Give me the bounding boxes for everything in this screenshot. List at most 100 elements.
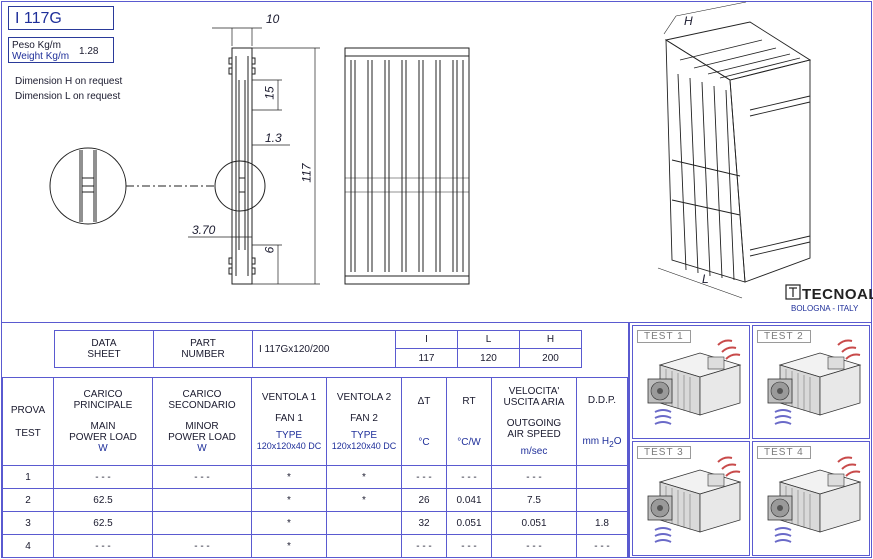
ddp-unit: mm H2O xyxy=(577,436,627,449)
side-profile xyxy=(228,47,256,285)
minor1: MINOR xyxy=(185,421,219,432)
weight-label-it: Peso Kg/m xyxy=(12,40,61,51)
prova-label: PROVA xyxy=(10,404,46,416)
row-ddp: 1.8 xyxy=(576,511,628,535)
airflow-out-icon xyxy=(717,339,741,360)
tests-frame xyxy=(629,322,872,558)
note-dimension-h: Dimension H on request xyxy=(15,76,123,87)
row-fan1: * xyxy=(251,488,327,512)
carico-p1: CARICO xyxy=(83,389,123,400)
val-h: 200 xyxy=(519,348,582,368)
col-delta-t: ΔT °C xyxy=(401,377,447,466)
test3-illustration xyxy=(647,456,741,543)
test-panel-label: TEST 1 xyxy=(637,330,691,343)
airflow-in-icon xyxy=(654,527,672,543)
row-dt: 26 xyxy=(401,488,447,512)
row-n: 3 xyxy=(2,511,54,535)
main2: POWER LOAD xyxy=(69,432,137,443)
fan2-type-value: 120x120x40 DC xyxy=(331,441,397,451)
fan2: FAN 2 xyxy=(350,413,378,424)
part-number-cell: PART NUMBER xyxy=(153,330,253,368)
row-dt: - - - xyxy=(401,465,447,489)
brand-city: BOLOGNA - ITALY xyxy=(791,304,859,313)
table-row: 4 - - - - - - * - - - - - - - - - - - - xyxy=(2,534,628,558)
note-dimension-l: Dimension L on request xyxy=(15,91,121,102)
dt-unit: °C xyxy=(418,436,430,448)
row-fan2 xyxy=(326,534,402,558)
row-minor: - - - xyxy=(152,534,252,558)
col-prova: PROVA TEST xyxy=(2,377,54,466)
col-pressure-drop: D.D.P. mm H2O xyxy=(576,377,628,466)
fan1: FAN 1 xyxy=(275,413,303,424)
ddp-unit-text: mm H xyxy=(582,435,610,447)
carico-s1: CARICO xyxy=(182,389,222,400)
data-sheet-line1: DATA xyxy=(91,338,117,349)
table-row: 3 62.5 * 32 0.051 0.051 1.8 xyxy=(2,511,628,535)
weight-label-en: Weight Kg/m xyxy=(12,51,70,62)
row-vel: - - - xyxy=(491,534,577,558)
row-dt: 32 xyxy=(401,511,447,535)
test-results-table: PROVA TEST CARICO PRINCIPALE MAIN POWER … xyxy=(2,377,628,558)
row-minor xyxy=(152,488,252,512)
out1: OUTGOING xyxy=(506,418,562,429)
test-panel-4: TEST 4 xyxy=(752,441,870,556)
fan1-type-value: 120x120x40 DC xyxy=(256,441,322,451)
col-rt: RT °C/W xyxy=(446,377,492,466)
main1: MAIN xyxy=(90,421,116,432)
part-number-line1: PART xyxy=(190,338,216,349)
ventola2: VENTOLA 2 xyxy=(336,392,392,403)
main-unit: W xyxy=(98,443,108,454)
ventola1: VENTOLA 1 xyxy=(261,392,317,403)
airflow-in-icon xyxy=(654,409,672,425)
vel-unit: m/sec xyxy=(520,446,548,457)
test1-illustration xyxy=(647,339,741,425)
airflow-in-icon xyxy=(774,409,792,425)
iso-h-label: H xyxy=(684,14,693,28)
detail-circle xyxy=(214,160,266,212)
weight-box: Peso Kg/m Weight Kg/m 1.28 xyxy=(8,37,114,63)
test-panel-2: TEST 2 xyxy=(752,325,870,439)
test-panel-label: TEST 4 xyxy=(757,446,811,459)
table-frame xyxy=(1,322,629,558)
airflow-out-icon xyxy=(717,456,741,477)
brand-logo: TECNOAL xyxy=(802,286,873,303)
carico-p2: PRINCIPALE xyxy=(73,400,133,411)
row-fan2 xyxy=(326,511,402,535)
dim-width-label: 10 xyxy=(266,12,280,26)
dt-label: ΔT xyxy=(417,395,431,407)
col-minor-load: CARICO SECONDARIO MINOR POWER LOAD W xyxy=(152,377,252,466)
dim-fin-label: 1.3 xyxy=(265,131,282,145)
front-profile xyxy=(344,47,470,285)
fan1-type: TYPE xyxy=(275,430,303,441)
minor2: POWER LOAD xyxy=(168,432,236,443)
row-rt: - - - xyxy=(446,465,492,489)
technical-drawing xyxy=(49,1,812,300)
row-fan1: * xyxy=(251,465,327,489)
test-panel-3: TEST 3 xyxy=(632,441,750,556)
data-sheet-line2: SHEET xyxy=(87,349,121,360)
row-n: 1 xyxy=(2,465,54,489)
vel2: USCITA ARIA xyxy=(503,397,565,408)
row-ddp: - - - xyxy=(576,534,628,558)
airflow-out-icon xyxy=(837,339,861,360)
fan2-type: TYPE xyxy=(350,430,378,441)
minor-unit: W xyxy=(197,443,207,454)
test-panel-1: TEST 1 xyxy=(632,325,750,439)
isometric-view xyxy=(657,1,812,299)
test-label: TEST xyxy=(15,427,41,439)
part-number-value: I 117Gx120/200 xyxy=(252,330,396,368)
test2-illustration xyxy=(767,339,861,425)
test4-illustration xyxy=(767,456,861,543)
row-main: - - - xyxy=(53,534,153,558)
weight-value: 1.28 xyxy=(79,46,99,57)
row-vel: 0.051 xyxy=(491,511,577,535)
row-vel: 7.5 xyxy=(491,488,577,512)
val-i: 117 xyxy=(395,348,458,368)
row-dt: - - - xyxy=(401,534,447,558)
col-main-load: CARICO PRINCIPALE MAIN POWER LOAD W xyxy=(53,377,153,466)
row-ddp xyxy=(576,488,628,512)
data-sheet-cell: DATA SHEET xyxy=(54,330,154,368)
part-code-title: I 117G xyxy=(8,6,114,30)
